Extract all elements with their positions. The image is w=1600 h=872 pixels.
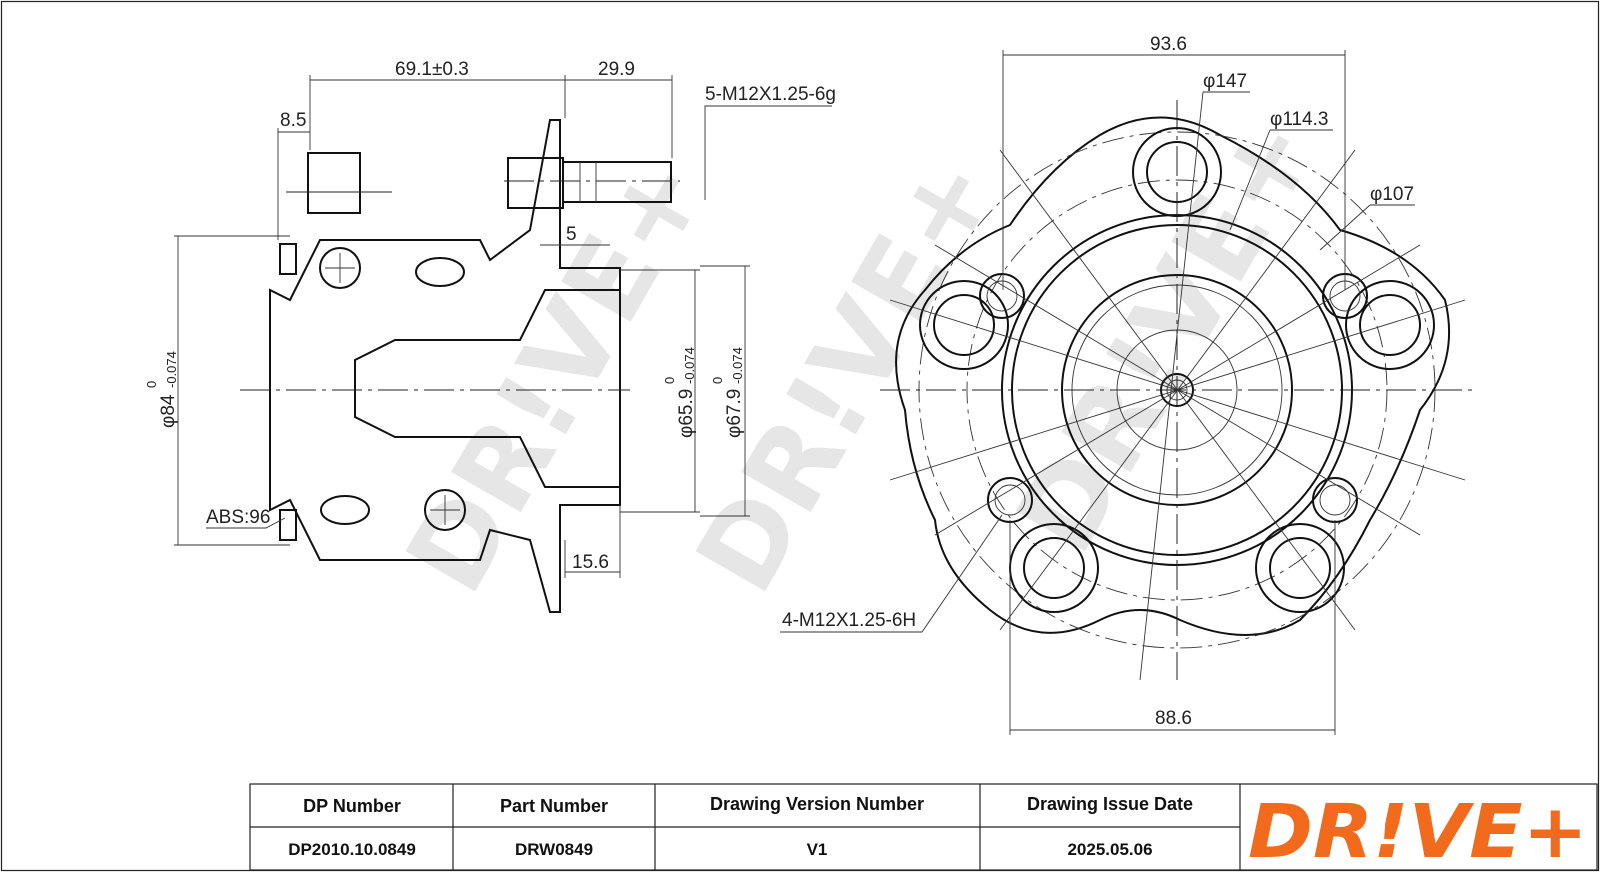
header-part-number: Part Number <box>500 796 608 816</box>
outer-ring-top <box>307 152 361 214</box>
title-block: DP Number Part Number Drawing Version Nu… <box>249 783 1598 872</box>
bearing-ball-bottom-1 <box>320 495 370 525</box>
header-dp-number: DP Number <box>303 796 401 816</box>
stud-hole-right <box>1345 280 1435 370</box>
wheel-stud-shank <box>562 161 672 203</box>
dim-bore2-tol-lower: -0.074 <box>730 347 745 384</box>
value-version: V1 <box>807 840 828 859</box>
dim-pcd-inner: φ107 <box>1370 184 1414 205</box>
header-version: Drawing Version Number <box>710 794 924 814</box>
dim-bore1-tol-lower: -0.074 <box>682 347 697 384</box>
seal-top <box>279 243 297 275</box>
mount-hole-ul <box>979 273 1025 319</box>
stud-hole-lower-right <box>1255 523 1345 613</box>
dim-stud-length: 29.9 <box>598 59 635 80</box>
dim-od-tol-upper: 0 <box>144 381 159 388</box>
dim-od-tol-lower: -0.074 <box>164 351 179 388</box>
value-dp-number: DP2010.10.0849 <box>288 840 416 859</box>
dim-mount-thread: 4-M12X1.25-6H <box>782 610 916 631</box>
stud-hole-left <box>919 280 1009 370</box>
side-section-view <box>240 119 680 613</box>
value-issue-date: 2025.05.06 <box>1067 840 1152 859</box>
dim-width-bottom: 88.6 <box>1155 708 1192 729</box>
bearing-ball-bottom-2 <box>424 489 466 531</box>
dim-od: φ84 <box>158 394 179 428</box>
dim-bore2-tol-upper: 0 <box>710 377 725 384</box>
dim-abs: ABS:96 <box>206 507 270 528</box>
side-dimensions: 69.1±0.3 29.9 5-M12X1.25-6g 8.5 5 φ84 0 … <box>144 59 836 578</box>
dim-bore1-tol-upper: 0 <box>662 377 677 384</box>
dim-flange-thick: 15.6 <box>572 552 609 573</box>
brand-logo: DR!VE+ <box>1248 789 1588 872</box>
header-issue-date: Drawing Issue Date <box>1027 794 1193 814</box>
dim-pcd-stud: φ114.3 <box>1270 109 1328 130</box>
watermark-right: DR!VE+ <box>992 94 1342 573</box>
dim-pcd-outer: φ147 <box>1203 71 1247 92</box>
dim-flange-offset: 69.1±0.3 <box>395 59 469 80</box>
dim-wall: 8.5 <box>280 110 306 131</box>
dim-bore1: φ65.9 <box>676 389 697 438</box>
dim-small: 5 <box>566 224 577 245</box>
dim-bore2: φ67.9 <box>724 389 745 438</box>
bearing-ball-top-1 <box>319 247 361 289</box>
hub-bore <box>354 289 621 488</box>
front-dimensions: 93.6 φ147 φ114.3 φ107 4-M12X1.25-6H 88.6 <box>780 34 1415 735</box>
value-part-number: DRW0849 <box>515 840 593 859</box>
flange-outline <box>895 116 1451 636</box>
seal-bottom <box>279 509 297 541</box>
dim-width-top: 93.6 <box>1150 34 1187 55</box>
bearing-ball-top-2 <box>415 257 465 287</box>
dim-stud-thread: 5-M12X1.25-6g <box>705 84 836 105</box>
